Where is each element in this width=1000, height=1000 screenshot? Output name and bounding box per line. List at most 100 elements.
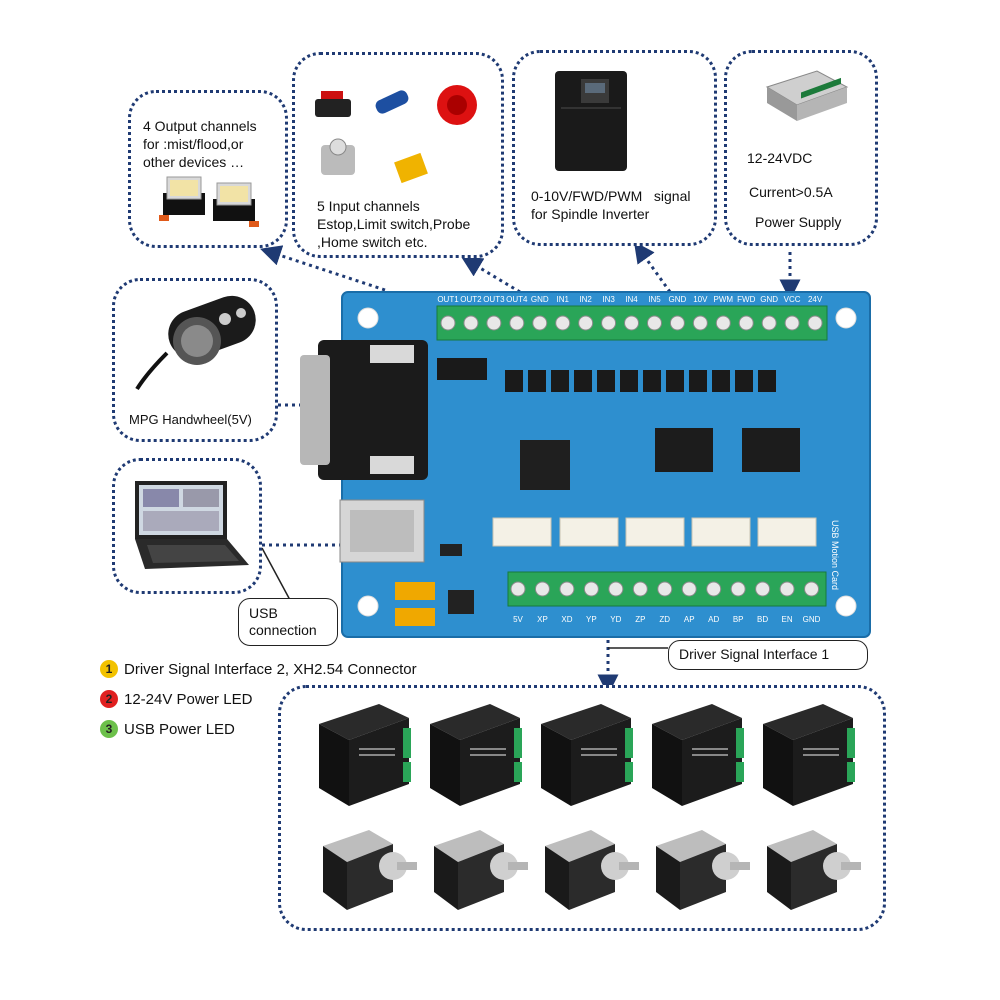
legend-number-badge: 3 <box>100 720 118 738</box>
terminal-screw <box>657 581 673 597</box>
top-pin-label: GND <box>760 295 778 304</box>
terminal-screw <box>779 581 795 597</box>
optocoupler-chip <box>689 370 707 392</box>
input-channels-box: 5 Input channels Estop,Limit switch,Prob… <box>292 52 504 258</box>
stepper-driver <box>763 704 855 806</box>
top-pin-label: VCC <box>784 295 801 304</box>
terminal-screw <box>706 581 722 597</box>
board-silkscreen: USB Motion Card <box>830 520 840 590</box>
top-pin-label: GND <box>669 295 687 304</box>
terminal-screw <box>608 581 624 597</box>
stepper-motor <box>434 830 528 910</box>
input-connector <box>460 256 521 294</box>
optocoupler-chip <box>712 370 730 392</box>
output-line3: other devices … <box>143 154 245 170</box>
top-pin-label: OUT4 <box>506 295 528 304</box>
terminal-screw <box>761 315 777 331</box>
stepper-driver <box>430 704 522 806</box>
bottom-pin-label: ZD <box>659 615 670 624</box>
output-channels-box: 4 Output channels for :mist/flood,or oth… <box>128 90 288 248</box>
inverter-line1: 0-10V/FWD/PWM signal <box>531 188 691 204</box>
bottom-pin-label: 5V <box>513 615 523 624</box>
top-pin-label: OUT2 <box>460 295 482 304</box>
terminal-screw <box>510 581 526 597</box>
input-line1: 5 Input channels <box>317 198 420 214</box>
output-connector <box>260 245 386 292</box>
legend-label: USB Power LED <box>124 720 235 738</box>
optocoupler-chip <box>551 370 569 392</box>
stepper-driver <box>319 704 411 806</box>
terminal-screw <box>440 315 456 331</box>
terminal-screw <box>738 315 754 331</box>
relay-icon <box>159 176 259 227</box>
laptop-box <box>112 458 262 594</box>
optocoupler-chip <box>528 370 546 392</box>
legend-label: 12-24V Power LED <box>124 690 253 708</box>
laptop-icon <box>135 481 249 569</box>
usb-callout-line2: connection <box>249 622 317 638</box>
terminal-screw <box>532 315 548 331</box>
bottom-pin-label: ZP <box>635 615 645 624</box>
terminal-screw <box>583 581 599 597</box>
mpg-handwheel-box: MPG Handwheel(5V) <box>112 278 278 442</box>
optocoupler-chip <box>574 370 592 392</box>
terminal-screw <box>692 315 708 331</box>
input-line2: Estop,Limit switch,Probe <box>317 216 471 232</box>
bottom-pin-label: BD <box>757 615 768 624</box>
top-pin-label: OUT3 <box>483 295 505 304</box>
legend-number-badge: 2 <box>100 690 118 708</box>
input-line3: ,Home switch etc. <box>317 234 428 250</box>
bottom-pin-label: AD <box>708 615 719 624</box>
power-supply-box: 12-24VDC Current>0.5A Power Supply <box>724 50 878 246</box>
power-line3: Power Supply <box>755 214 842 230</box>
handwheel-icon <box>135 295 256 391</box>
top-pin-label: IN4 <box>625 295 638 304</box>
bottom-pin-label: XD <box>561 615 572 624</box>
terminal-screw <box>715 315 731 331</box>
stepper-driver <box>652 704 744 806</box>
terminal-screw <box>804 581 820 597</box>
output-line2: for :mist/flood,or <box>143 136 244 152</box>
legend-number-badge: 1 <box>100 660 118 678</box>
top-pin-label: PWM <box>714 295 734 304</box>
stepper-motor <box>545 830 639 910</box>
terminal-screw <box>555 315 571 331</box>
terminal-screw <box>463 315 479 331</box>
stepper-motor <box>656 830 750 910</box>
driver-signal-callout: Driver Signal Interface 1 <box>668 640 868 670</box>
terminal-screw <box>730 581 746 597</box>
optocoupler-chip <box>620 370 638 392</box>
legend-item: 1 Driver Signal Interface 2, XH2.54 Conne… <box>100 660 417 678</box>
top-pin-label: FWD <box>737 295 755 304</box>
terminal-screw <box>755 581 771 597</box>
switches-icon <box>315 85 477 184</box>
terminal-screw <box>807 315 823 331</box>
terminal-screw <box>624 315 640 331</box>
inverter-icon <box>555 71 627 171</box>
optocoupler-chip <box>735 370 753 392</box>
terminal-screw <box>784 315 800 331</box>
bottom-pin-label: YP <box>586 615 597 624</box>
top-pin-label: IN3 <box>602 295 615 304</box>
bottom-pin-label: AP <box>684 615 695 624</box>
terminal-screw <box>534 581 550 597</box>
legend-label: Driver Signal Interface 2, XH2.54 Connec… <box>124 660 417 678</box>
bottom-pin-label: XP <box>537 615 548 624</box>
power-line2: Current>0.5A <box>749 184 833 200</box>
stepper-motor <box>767 830 861 910</box>
top-pin-label: IN5 <box>648 295 661 304</box>
output-line1: 4 Output channels <box>143 118 257 134</box>
drivers-motors-box <box>278 685 886 931</box>
top-pin-label: OUT1 <box>437 295 459 304</box>
inverter-line2: for Spindle Inverter <box>531 206 650 222</box>
power-line1: 12-24VDC <box>747 150 813 166</box>
top-pin-label: 24V <box>808 295 823 304</box>
terminal-screw <box>601 315 617 331</box>
bottom-pin-label: BP <box>733 615 744 624</box>
optocoupler-chip <box>505 370 523 392</box>
drivers-motors-art <box>319 704 861 910</box>
bottom-pin-label: GND <box>803 615 821 624</box>
stepper-motor <box>323 830 417 910</box>
optocoupler-chip <box>758 370 776 392</box>
